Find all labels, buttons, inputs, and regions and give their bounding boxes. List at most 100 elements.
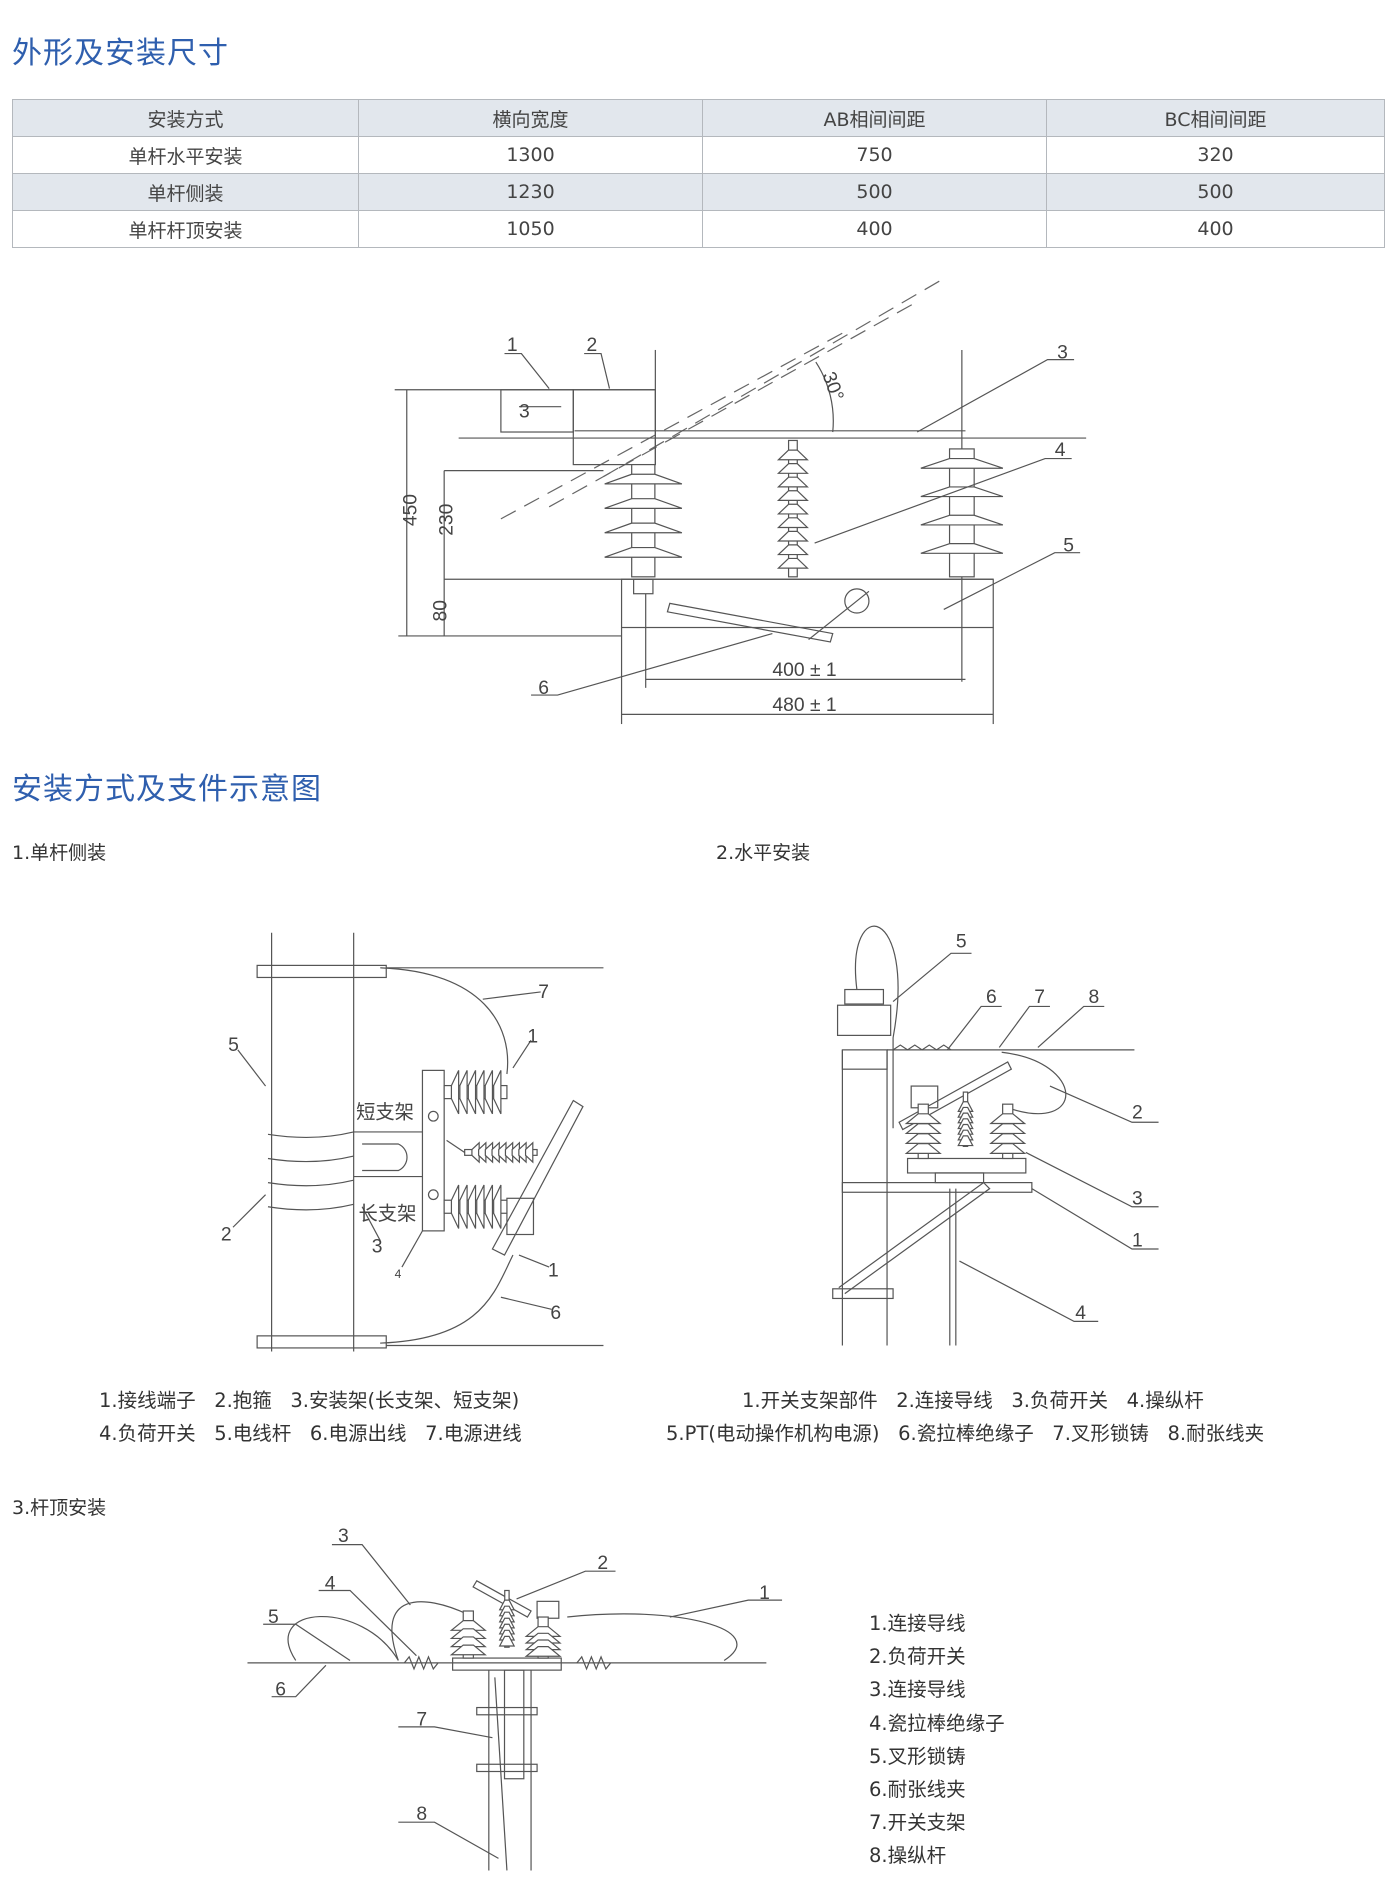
insulator-shed xyxy=(776,503,809,515)
table-cell: 单杆水平安装 xyxy=(12,136,359,174)
insulator-shed xyxy=(920,457,1004,469)
pole-and-arms xyxy=(256,932,604,1352)
callout-2: 2 xyxy=(1132,1103,1143,1124)
table-cell: 1230 xyxy=(358,173,703,211)
insulator-shed xyxy=(484,1184,494,1229)
table-row: 单杆杆顶安装 1050 400 400 xyxy=(12,210,1385,248)
insulator-shed xyxy=(450,1184,460,1229)
insulator-shed xyxy=(524,1632,562,1644)
callout-6: 6 xyxy=(986,987,997,1008)
insulator-shed xyxy=(498,1629,516,1641)
callout-5: 5 xyxy=(1063,535,1074,556)
insulator-shed xyxy=(957,1135,974,1147)
linkage-bar xyxy=(666,602,834,643)
subheading-pole-top-mount: 3.杆顶安装 xyxy=(12,1497,107,1519)
insulator-shed xyxy=(450,1070,460,1115)
angle-label: 30° xyxy=(818,369,848,404)
callout-7: 7 xyxy=(416,1710,427,1731)
dim-230: 230 xyxy=(437,504,458,536)
insulator-shed xyxy=(449,1644,487,1656)
insulator-shed xyxy=(776,557,809,569)
insulator-shed xyxy=(467,1184,477,1229)
table-cell: 1050 xyxy=(358,210,703,248)
table-cell: 单杆杆顶安装 xyxy=(12,210,359,248)
subheading-side-mount: 1.单杆侧装 xyxy=(12,842,107,864)
insulator-shed xyxy=(776,517,809,529)
callout-3: 3 xyxy=(338,1526,349,1547)
callout-4: 4 xyxy=(395,1267,402,1281)
table-header: AB相间间距 xyxy=(702,99,1047,137)
dim-480: 480 ± 1 xyxy=(772,695,836,716)
table-header-row: 安装方式 横向宽度 AB相间间距 BC相间间距 xyxy=(12,99,1385,137)
open-blade-dashed-lines xyxy=(500,279,942,520)
insulator-shed xyxy=(518,1141,527,1164)
callout-2: 2 xyxy=(597,1553,608,1574)
insulator-middle xyxy=(776,439,809,578)
insulator-shed xyxy=(449,1636,487,1648)
leader-lines xyxy=(232,991,552,1310)
table-cell: 500 xyxy=(1046,173,1385,211)
insulator-shed xyxy=(493,1070,502,1115)
callout-8: 8 xyxy=(416,1804,427,1825)
callout-1: 1 xyxy=(527,1027,538,1048)
callout-3: 3 xyxy=(1132,1188,1143,1209)
callout-2: 2 xyxy=(221,1225,232,1246)
insulator-shed xyxy=(493,1184,502,1229)
insulator-shed xyxy=(478,1141,487,1164)
table-cell: 320 xyxy=(1046,136,1385,174)
legend-item: 4.瓷拉棒绝缘子 xyxy=(869,1711,1005,1735)
callout-4: 4 xyxy=(325,1573,336,1594)
callout-3: 3 xyxy=(1057,342,1068,363)
leader-lines xyxy=(504,352,1081,696)
insulator-shed xyxy=(484,1070,494,1115)
insulator-shed xyxy=(989,1123,1027,1135)
callout-7: 7 xyxy=(538,982,549,1003)
insulator-shed xyxy=(491,1141,500,1164)
long-bracket-label: 长支架 xyxy=(358,1203,416,1225)
insulator-shed xyxy=(504,1141,514,1164)
dimension-drawing: 30° 450 230 xyxy=(394,279,1087,725)
table-cell: 1300 xyxy=(358,136,703,174)
insulator-shed xyxy=(498,1141,507,1164)
strain-insulator xyxy=(892,1044,952,1051)
callout-3: 3 xyxy=(519,402,530,423)
callout-1: 1 xyxy=(759,1583,770,1604)
insulator-shed xyxy=(459,1070,468,1115)
caption-side-line2: 4.负荷开关 5.电线杆 6.电源出线 7.电源进线 xyxy=(99,1422,522,1445)
insulator-shed xyxy=(467,1070,477,1115)
pole-top-drawing: 3 2 1 4 5 6 7 8 xyxy=(247,1526,783,1871)
short-bracket-label: 短支架 xyxy=(356,1102,414,1124)
pole-top-insulators xyxy=(449,1589,562,1659)
legend-item: 8.操纵杆 xyxy=(869,1844,947,1868)
side-mount-insulators xyxy=(443,1070,538,1229)
section-title-installation: 安装方式及支件示意图 xyxy=(12,772,322,807)
callout-6: 6 xyxy=(275,1679,286,1700)
insulator-shed xyxy=(989,1133,1027,1144)
insulator-shed xyxy=(604,522,683,534)
caption-horizontal-line1: 1.开关支架部件 2.连接导线 3.负荷开关 4.操纵杆 xyxy=(742,1389,1204,1412)
insulator-shed xyxy=(524,1639,562,1651)
insulator-shed xyxy=(449,1620,487,1631)
table-cell: 500 xyxy=(702,173,1047,211)
insulator-shed xyxy=(449,1628,487,1640)
insulator-shed xyxy=(776,544,809,556)
leader-lines xyxy=(263,1544,783,1859)
insulator-shed xyxy=(498,1617,516,1629)
table-row: 单杆水平安装 1300 750 320 xyxy=(12,136,1385,174)
callout-5: 5 xyxy=(956,931,967,952)
insulator-shed xyxy=(776,449,809,461)
table-header: BC相间间距 xyxy=(1046,99,1385,137)
table-cell: 400 xyxy=(702,210,1047,248)
legend-item: 5.叉形锁铸 xyxy=(869,1744,966,1768)
insulator-shed xyxy=(989,1143,1027,1154)
insulator-shed xyxy=(776,490,809,501)
insulator-shed xyxy=(776,463,809,474)
insulator-shed xyxy=(776,476,809,488)
angle-arc xyxy=(815,361,834,433)
dim-450: 450 xyxy=(400,494,421,526)
insulator-shed xyxy=(498,1623,516,1635)
table-header: 安装方式 xyxy=(12,99,359,137)
callout-3: 3 xyxy=(372,1237,383,1258)
callout-7: 7 xyxy=(1034,987,1045,1008)
